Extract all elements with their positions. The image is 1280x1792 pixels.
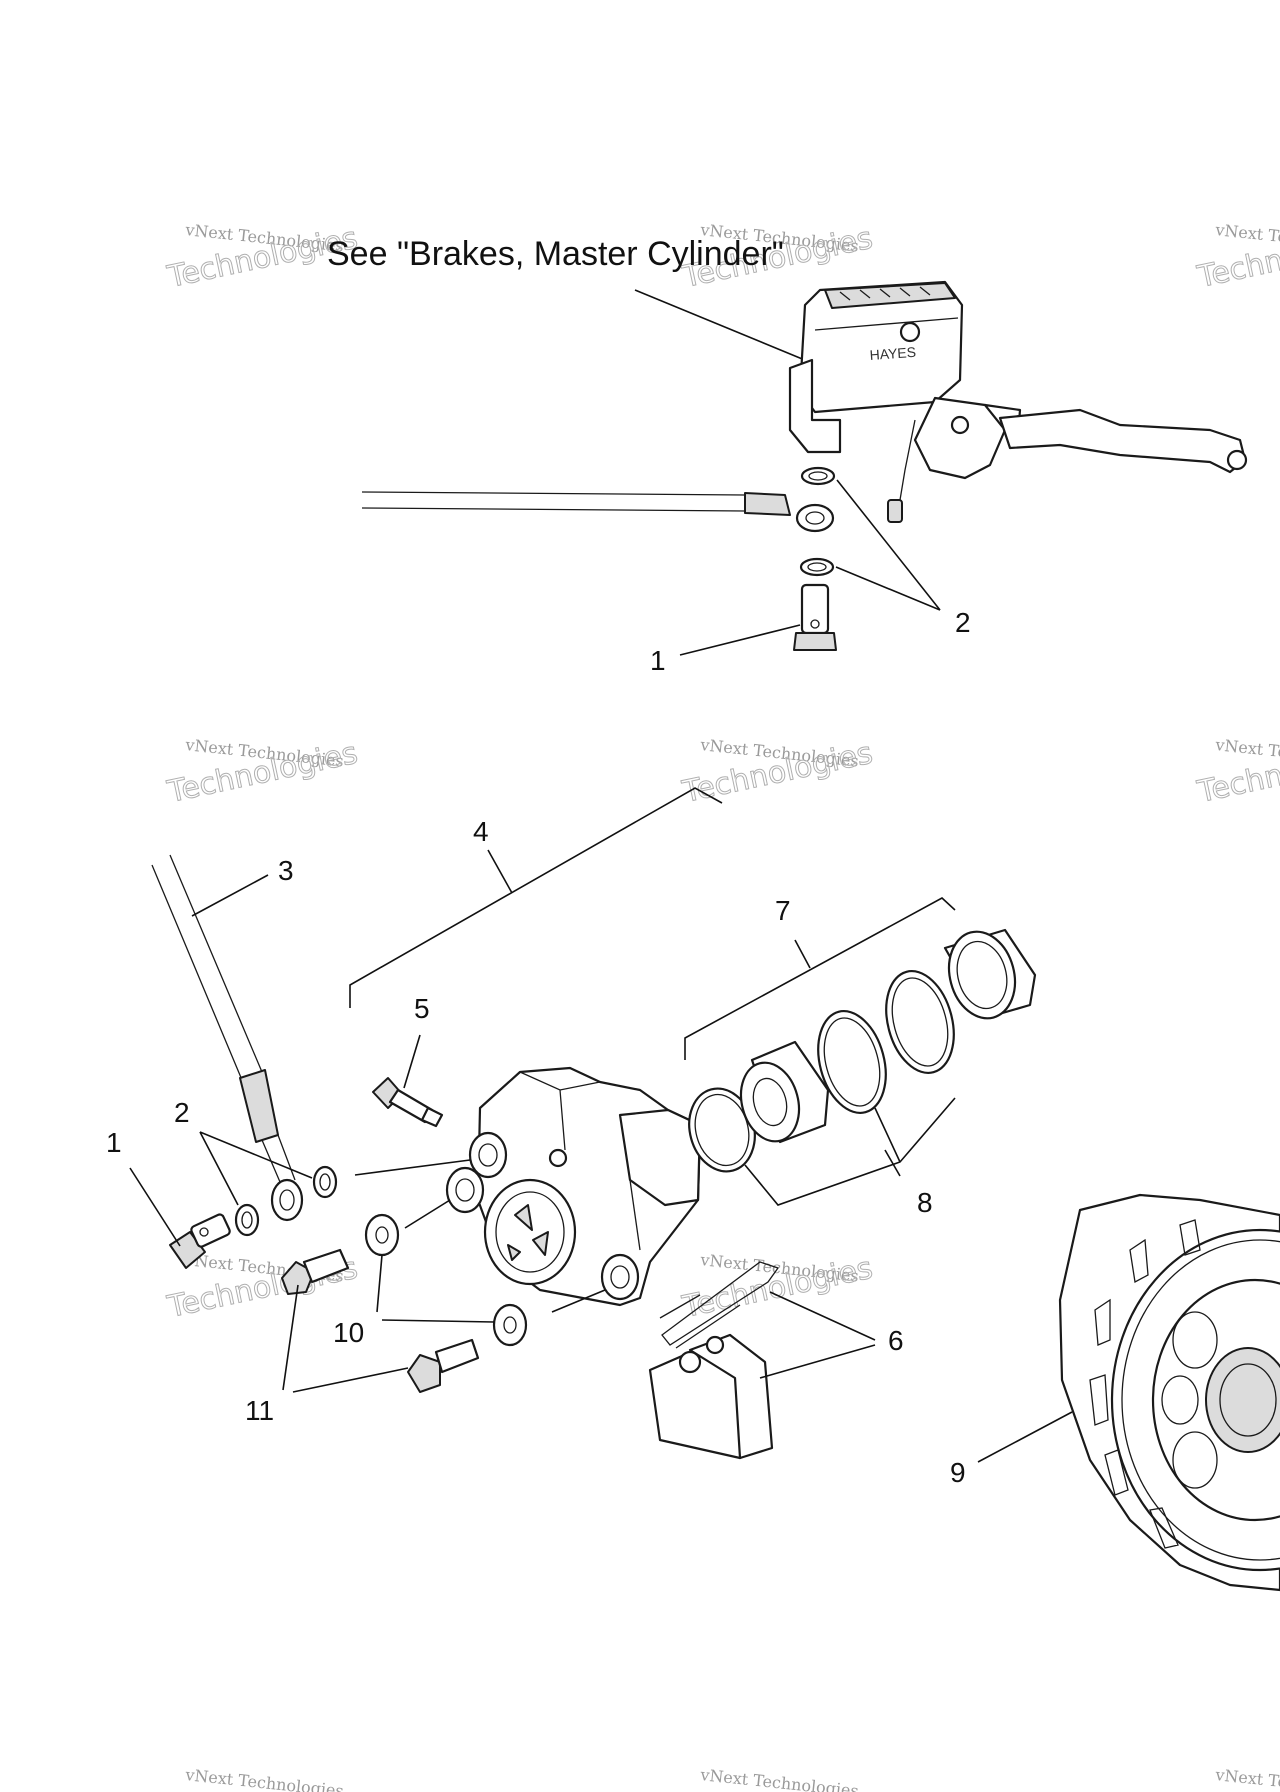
watermark-text: vNext Technologies: [184, 1765, 345, 1792]
brake-disc: [1058, 1193, 1280, 1592]
mounting-bolt: [407, 1338, 480, 1393]
leader-line: [403, 1034, 421, 1089]
leader-line: [199, 1131, 239, 1206]
watermark-layer: vNext Technologies Technologies vNext Te…: [163, 220, 1280, 1792]
callout-10: 10: [333, 1317, 364, 1348]
banjo-bolt: [169, 1213, 231, 1269]
piston: [739, 1040, 830, 1144]
leader-line: [282, 1284, 299, 1391]
master-cylinder-assembly: HAYES: [788, 280, 1248, 523]
brake-pads: [648, 1333, 774, 1460]
watermark: vNext Technologies Technologies: [163, 735, 361, 811]
callout-9: 9: [950, 1457, 966, 1488]
leader-line: [199, 1131, 313, 1179]
crush-washer-lower: [799, 557, 835, 577]
leader-line: [794, 939, 811, 969]
leader-line: [977, 1411, 1073, 1463]
leader-line: [836, 479, 941, 611]
leader-line: [487, 849, 513, 894]
watermark: vNext Technologies Technologies: [678, 1250, 876, 1326]
callout-8: 8: [917, 1187, 933, 1218]
callout-3: 3: [278, 855, 294, 886]
brake-hose-top: [361, 491, 835, 533]
callout-6: 6: [888, 1325, 904, 1356]
leader-line: [551, 1289, 606, 1313]
seal-ring: [817, 1009, 887, 1115]
callout-7: 7: [775, 895, 791, 926]
brake-pad-clip: [659, 1261, 780, 1349]
leader-line: [874, 1107, 901, 1163]
caliper-body: [445, 1066, 702, 1307]
bleeder-screw: [372, 1077, 444, 1128]
crush-washer-upper: [800, 466, 836, 486]
watermark: vNext Technologies Technologies: [1193, 220, 1280, 296]
leader-line: [679, 624, 801, 656]
leader-line: [376, 1254, 383, 1313]
svg-text:HAYES: HAYES: [869, 344, 916, 363]
callout-11: 11: [245, 1395, 274, 1426]
banjo-bolt-top: [793, 583, 837, 651]
mounting-bolt: [281, 1248, 350, 1295]
seal-ring: [885, 969, 955, 1075]
leader-line: [884, 1149, 901, 1177]
spacer-washer: [364, 1213, 400, 1257]
leader-line: [404, 1199, 451, 1229]
watermark-text: vNext Technologies: [699, 1765, 860, 1792]
group-bracket-4: [349, 787, 723, 1008]
callout-1: 1: [106, 1127, 122, 1158]
callout-4: 4: [473, 816, 489, 847]
crush-washer: [234, 1203, 260, 1237]
watermark: vNext Technologies: [699, 1765, 860, 1792]
leader-line: [191, 874, 269, 917]
leader-line: [129, 1167, 181, 1247]
callout-1-top: 1: [650, 645, 666, 676]
leader-line: [759, 1344, 876, 1379]
group-bracket-8: [744, 1097, 956, 1206]
reference-leader-line: [634, 289, 813, 364]
leader-line: [769, 1291, 876, 1341]
watermark-text: vNext Technologies: [1214, 1765, 1280, 1792]
watermark: vNext Technologies: [184, 1765, 345, 1792]
group-bracket-7: [684, 897, 956, 1060]
leader-line: [835, 566, 941, 611]
brake-line-lower: [151, 854, 304, 1222]
reference-note: See "Brakes, Master Cylinder": [327, 235, 784, 273]
crush-washer: [312, 1165, 338, 1199]
watermark: vNext Technologies Technologies: [1193, 735, 1280, 811]
spacer-washer: [492, 1303, 528, 1347]
watermark: vNext Technologies: [1214, 1765, 1280, 1792]
watermark: vNext Technologies Technologies: [678, 735, 876, 811]
callout-2-top: 2: [955, 607, 971, 638]
piston: [943, 928, 1037, 1020]
callout-2: 2: [174, 1097, 190, 1128]
leader-line: [292, 1367, 409, 1393]
callout-5: 5: [414, 993, 430, 1024]
leader-line: [354, 1159, 471, 1176]
leader-line: [381, 1319, 495, 1323]
